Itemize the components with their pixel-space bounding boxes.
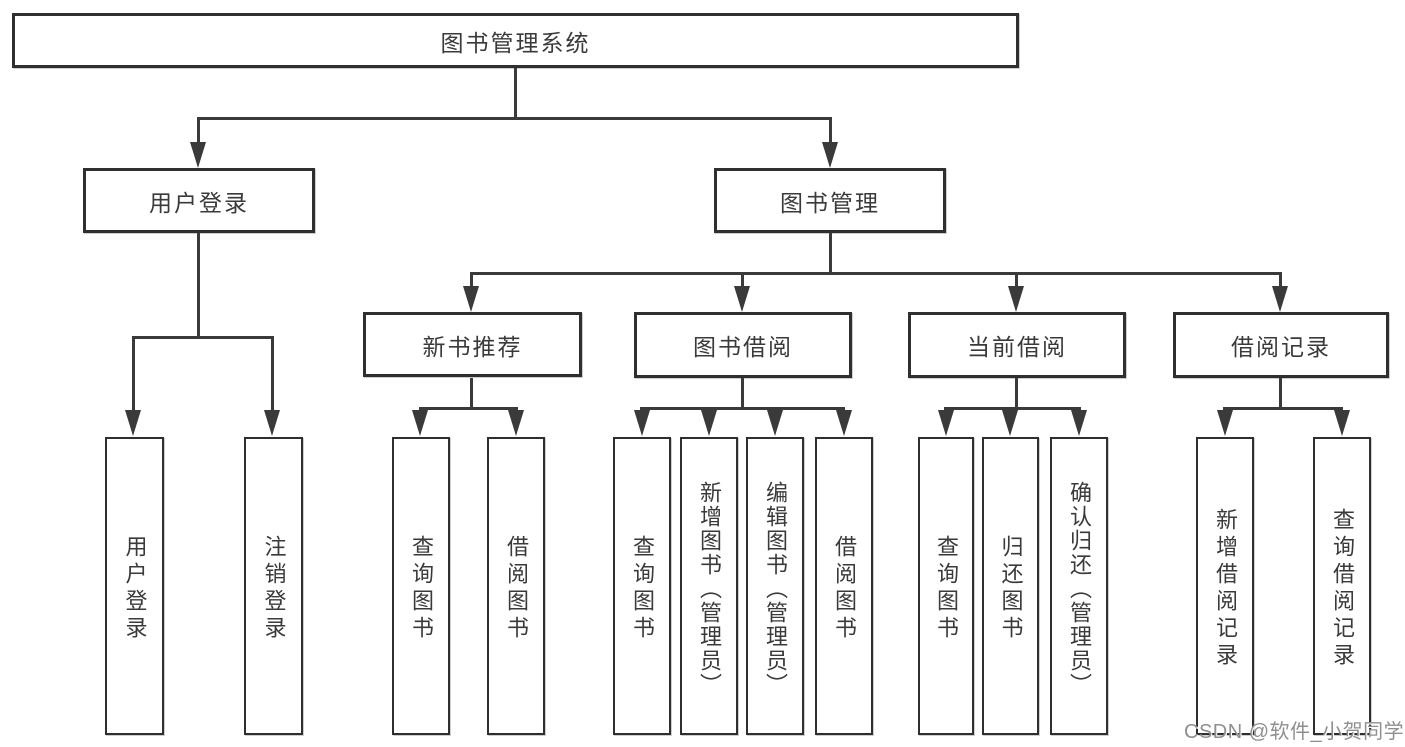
node-leaf-user-login: 用户登录: [105, 437, 164, 735]
connector-line: [829, 117, 832, 145]
arrowhead-icon: [822, 142, 838, 168]
node-book-management: 图书管理: [714, 168, 946, 233]
connector-line: [741, 378, 744, 407]
node-leaf-add-borrow-record: 新增借阅记录: [1196, 437, 1254, 735]
node-leaf-confirm-return-admin: 确认归还（管理员）: [1050, 437, 1108, 735]
node-leaf-edit-books-admin: 编辑图书（管理员）: [746, 437, 804, 735]
node-leaf-borrow-books-1: 借阅图书: [487, 437, 545, 735]
connector-line: [132, 336, 274, 339]
connector-line: [741, 272, 744, 289]
node-leaf-query-books-3: 查询图书: [918, 437, 974, 735]
connector-line: [197, 117, 200, 145]
connector-line: [514, 68, 517, 117]
arrowhead-icon: [264, 410, 280, 436]
arrowhead-icon: [1002, 410, 1018, 436]
node-current-borrowing: 当前借阅: [908, 312, 1126, 378]
connector-line: [1015, 378, 1018, 407]
connector-line: [470, 272, 473, 289]
arrowhead-icon: [190, 142, 206, 168]
arrowhead-icon: [836, 410, 852, 436]
node-leaf-add-books-admin: 新增图书（管理员）: [680, 437, 738, 735]
connector-line: [197, 117, 832, 120]
connector-line: [640, 407, 845, 410]
arrowhead-icon: [1008, 286, 1024, 312]
arrowhead-icon: [463, 286, 479, 312]
arrowhead-icon: [734, 286, 750, 312]
node-leaf-return-books: 归还图书: [982, 437, 1039, 735]
connector-line: [829, 233, 832, 272]
arrowhead-icon: [701, 410, 717, 436]
connector-line: [271, 336, 274, 412]
node-book-borrowing: 图书借阅: [634, 312, 852, 378]
arrowhead-icon: [767, 410, 783, 436]
node-leaf-borrow-books-2: 借阅图书: [815, 437, 873, 735]
arrowhead-icon: [1272, 286, 1288, 312]
arrowhead-icon: [1334, 410, 1350, 436]
connector-line: [132, 336, 135, 412]
arrowhead-icon: [508, 410, 524, 436]
connector-line: [1015, 272, 1018, 289]
csdn-watermark: CSDN @软件_小贺同学: [1184, 721, 1405, 743]
node-leaf-logout: 注销登录: [244, 437, 303, 735]
node-root-library-management-system: 图书管理系统: [12, 13, 1019, 68]
arrowhead-icon: [938, 410, 954, 436]
connector-line: [1223, 407, 1343, 410]
connector-line: [470, 272, 1282, 275]
node-leaf-query-books-1: 查询图书: [392, 437, 450, 735]
node-leaf-query-borrow-record: 查询借阅记录: [1313, 437, 1371, 735]
node-borrowing-records: 借阅记录: [1173, 312, 1389, 378]
connector-line: [470, 378, 473, 407]
arrowhead-icon: [412, 410, 428, 436]
connector-line: [944, 407, 1081, 410]
connector-line: [197, 233, 200, 336]
node-new-book-recommend: 新书推荐: [363, 312, 582, 377]
node-user-login: 用户登录: [83, 168, 315, 233]
arrowhead-icon: [634, 410, 650, 436]
arrowhead-icon: [1217, 410, 1233, 436]
connector-line: [419, 407, 518, 410]
connector-line: [1279, 272, 1282, 289]
arrowhead-icon: [1071, 410, 1087, 436]
node-leaf-query-books-2: 查询图书: [613, 437, 671, 735]
connector-line: [1279, 378, 1282, 407]
arrowhead-icon: [125, 410, 141, 436]
